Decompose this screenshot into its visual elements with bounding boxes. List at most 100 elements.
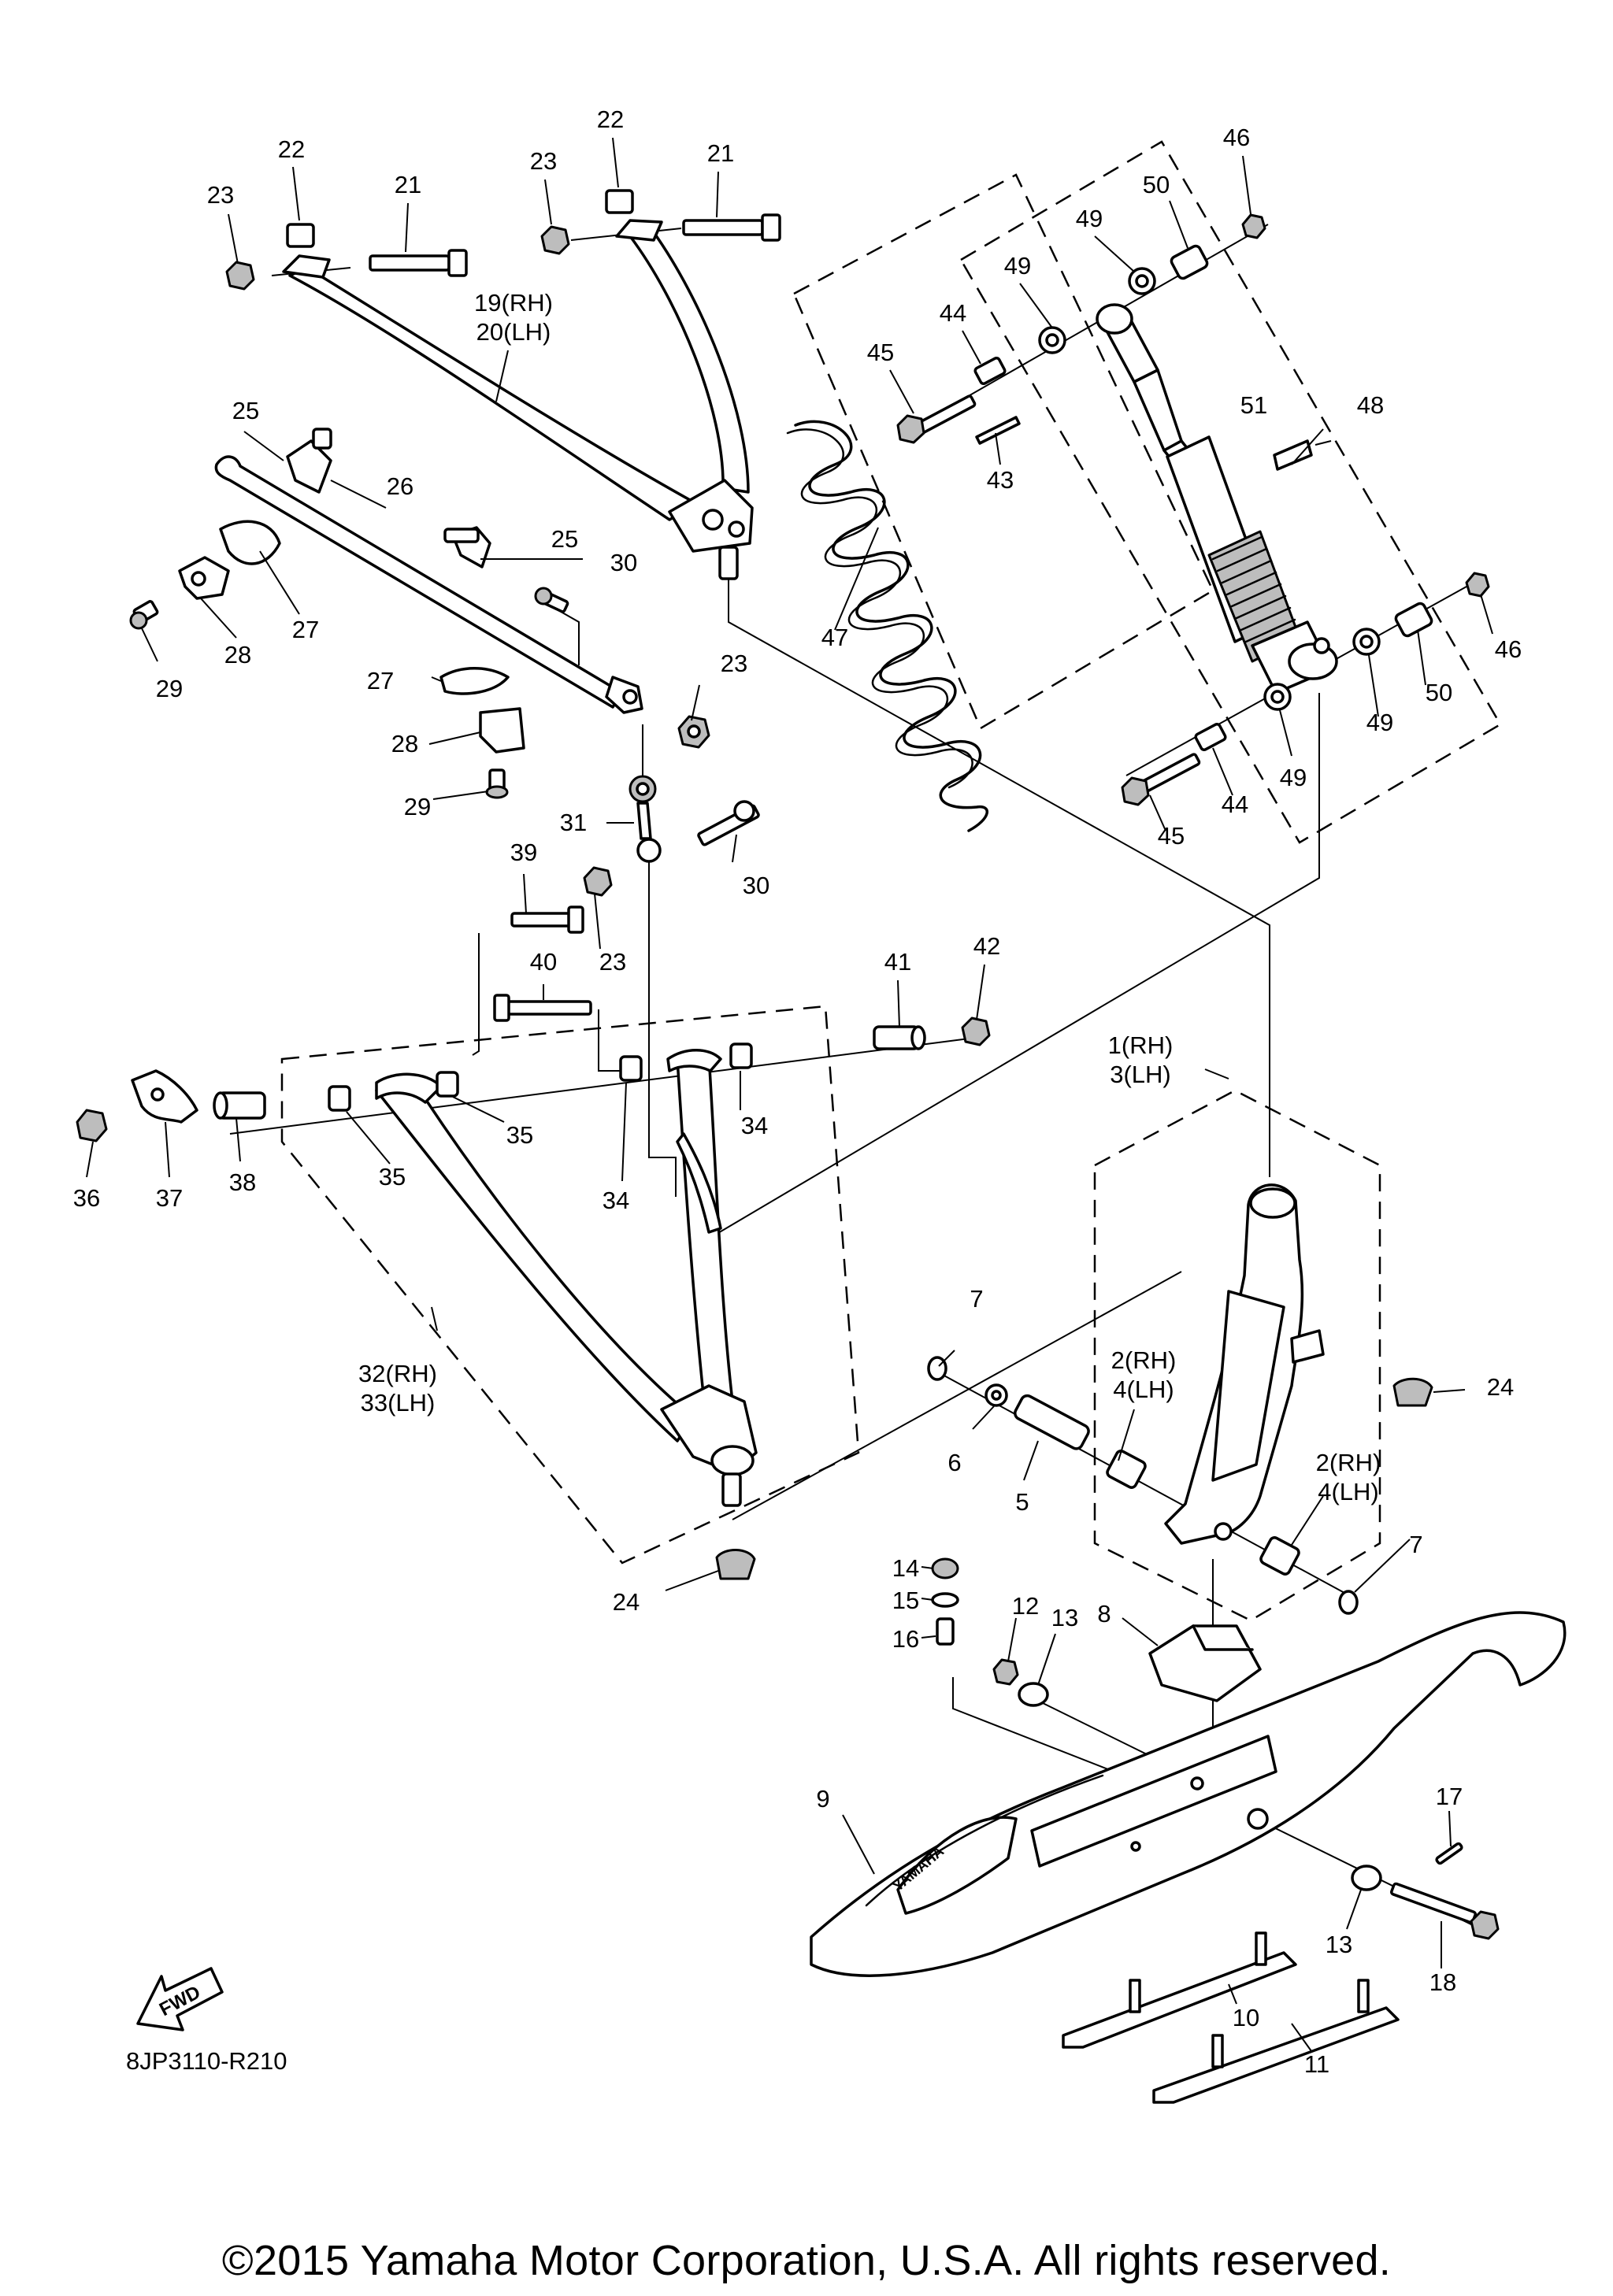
nut-36 xyxy=(76,1109,108,1142)
bushing-27-right xyxy=(439,667,510,695)
collar-49-top-a xyxy=(1038,326,1066,354)
callout-32-rh: 32(RH) xyxy=(358,1360,437,1387)
nut-42 xyxy=(961,1017,991,1046)
cotter-pin-43 xyxy=(975,416,1021,445)
callout-13-lower: 13 xyxy=(1326,1931,1352,1958)
lower-arm-outline xyxy=(280,1005,860,1565)
callout-7-left: 7 xyxy=(970,1285,983,1313)
callout-19-rh: 19(RH) xyxy=(474,289,553,317)
callout-22-right: 22 xyxy=(597,106,624,133)
callout-21-left: 21 xyxy=(395,171,421,198)
callout-28-left: 28 xyxy=(224,641,251,668)
callout-49-bottom-a: 49 xyxy=(1280,764,1307,791)
washer-15 xyxy=(931,1592,959,1608)
bolt-21-left xyxy=(369,249,468,277)
ski xyxy=(810,1611,1567,1977)
callout-45-bottom: 45 xyxy=(1158,822,1185,850)
callout-30-lower: 30 xyxy=(743,872,769,899)
callout-8: 8 xyxy=(1097,1600,1111,1628)
callout-38: 38 xyxy=(229,1168,256,1196)
coil-spring xyxy=(786,420,988,832)
callout-29-left: 29 xyxy=(156,675,183,702)
bushing-50-bottom xyxy=(1394,602,1433,638)
callout-25-left: 25 xyxy=(232,397,259,424)
lower-a-arm xyxy=(375,1049,758,1507)
reservoir-cap-51 xyxy=(1273,439,1313,471)
callout-1-rh: 1(RH) xyxy=(1108,1031,1174,1059)
callout-35-right: 35 xyxy=(506,1121,533,1149)
callout-41: 41 xyxy=(884,948,911,976)
diagram-code: 8JP3110-R210 xyxy=(126,2047,287,2075)
callout-23-tie-rod: 23 xyxy=(599,948,626,976)
callout-23-upper-left: 23 xyxy=(207,181,234,209)
copyright-notice: ©2015 Yamaha Motor Corporation, U.S.A. A… xyxy=(221,2237,1392,2284)
callout-33-lh: 33(LH) xyxy=(361,1389,436,1416)
callout-43: 43 xyxy=(987,466,1014,494)
runner-10 xyxy=(1062,1931,1297,2049)
callout-leaders xyxy=(86,137,1493,2052)
callout-34-left: 34 xyxy=(603,1187,629,1214)
spindle-outline xyxy=(1093,1089,1381,1622)
bushing-22-right xyxy=(605,189,634,214)
callout-45-top: 45 xyxy=(867,339,894,366)
bolt-30-upper xyxy=(534,587,569,613)
clip-25-right xyxy=(443,526,491,568)
callout-40: 40 xyxy=(530,948,557,976)
bushing-50-top xyxy=(1170,244,1209,280)
bolt-45-bottom xyxy=(1121,753,1201,806)
callout-24-spindle: 24 xyxy=(1487,1373,1514,1401)
bolt-30-lower xyxy=(697,800,760,846)
callout-26: 26 xyxy=(387,472,413,500)
nut-24-lower xyxy=(715,1549,756,1580)
bushing-35-left xyxy=(328,1085,351,1112)
nut-12 xyxy=(992,1658,1019,1686)
bolt-21-right xyxy=(682,213,781,242)
callout-5: 5 xyxy=(1015,1488,1029,1516)
callout-20-lh: 20(LH) xyxy=(476,318,551,346)
callout-46-top: 46 xyxy=(1223,124,1250,151)
bolt-29-left xyxy=(129,600,159,630)
callout-16: 16 xyxy=(892,1625,919,1653)
runner-11 xyxy=(1152,1979,1400,2104)
callout-28-right: 28 xyxy=(391,730,418,757)
callout-2-rh-upper: 2(RH) xyxy=(1111,1346,1177,1374)
grommet-13-upper xyxy=(1018,1682,1049,1707)
callout-30-upper: 30 xyxy=(610,549,637,576)
shock-assembly-outline xyxy=(959,140,1502,844)
callout-49-bottom-b: 49 xyxy=(1366,709,1393,736)
bolt-18 xyxy=(1390,1882,1500,1940)
callout-46-bottom: 46 xyxy=(1495,635,1522,663)
callout-35-left: 35 xyxy=(379,1163,406,1191)
callout-42: 42 xyxy=(973,932,1000,960)
bolt-39 xyxy=(510,905,584,934)
upper-a-arm xyxy=(282,219,754,580)
callout-22-left: 22 xyxy=(278,135,305,163)
collar-6 xyxy=(984,1383,1008,1407)
shaft-5 xyxy=(1014,1394,1090,1450)
callout-7-right: 7 xyxy=(1409,1531,1422,1558)
bolt-40 xyxy=(493,994,592,1022)
spindle xyxy=(1164,1183,1325,1545)
nut-23-upper-left xyxy=(225,261,255,291)
bushing-44-top xyxy=(973,356,1007,386)
callout-9: 9 xyxy=(816,1785,829,1813)
nut-23-stabilizer xyxy=(677,715,710,749)
collar-49-bottom-b xyxy=(1352,628,1381,656)
grommet-13-lower xyxy=(1351,1865,1382,1891)
callout-39: 39 xyxy=(510,839,537,866)
clip-25-left xyxy=(286,428,332,494)
callout-4-lh-upper: 4(LH) xyxy=(1113,1376,1174,1403)
callout-6: 6 xyxy=(947,1449,961,1476)
nut-46-top xyxy=(1241,213,1266,239)
callout-34-right: 34 xyxy=(741,1112,768,1139)
callout-49-top-a: 49 xyxy=(1004,252,1031,280)
bushing-34-left xyxy=(619,1055,643,1082)
collar-49-top-b xyxy=(1128,267,1156,295)
callout-18: 18 xyxy=(1429,1968,1456,1996)
bushing-2-right xyxy=(1259,1536,1300,1576)
callout-numbers: 21 21 22 22 23 23 19(RH) 20(LH) 46 50 49… xyxy=(73,106,1522,2078)
callout-36: 36 xyxy=(73,1184,100,1212)
spring-outline xyxy=(792,173,1214,730)
callout-44-bottom: 44 xyxy=(1222,791,1248,818)
